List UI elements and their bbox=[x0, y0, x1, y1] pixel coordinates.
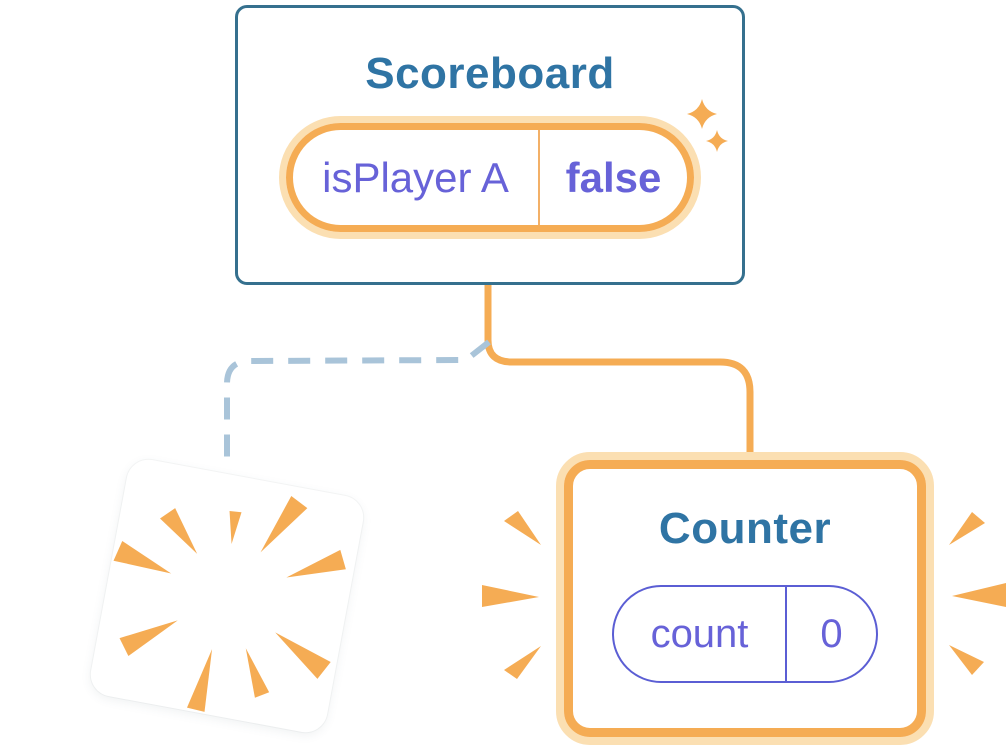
pill-divider bbox=[538, 130, 540, 225]
counter-state-pill: count 0 bbox=[612, 585, 878, 683]
counter-card-border: Counter count 0 bbox=[564, 460, 926, 737]
scoreboard-title: Scoreboard bbox=[365, 49, 615, 98]
state-value-label: false bbox=[565, 153, 662, 201]
scoreboard-state-pill: isPlayer A false bbox=[279, 116, 701, 239]
counter-card: Counter count 0 bbox=[556, 452, 934, 745]
destroyed-card bbox=[87, 456, 367, 736]
counter-state-name-label: count bbox=[650, 611, 749, 656]
connector-solid-line bbox=[484, 280, 754, 470]
emphasis-burst-left-icon bbox=[482, 511, 541, 679]
counter-pill-divider bbox=[785, 587, 787, 681]
counter-title: Counter bbox=[658, 504, 832, 553]
scoreboard-state-pill-border: isPlayer A false bbox=[286, 123, 694, 232]
emphasis-burst-right-icon bbox=[949, 512, 1006, 675]
scoreboard-state-pill-content: isPlayer A false bbox=[293, 130, 687, 225]
poof-burst-icon bbox=[113, 496, 346, 712]
connector-dashed-line bbox=[224, 339, 491, 462]
counter-state-value-label: 0 bbox=[820, 611, 843, 656]
state-name-label: isPlayer A bbox=[322, 153, 509, 201]
scoreboard-card: Scoreboard isPlayer A false bbox=[235, 5, 745, 285]
